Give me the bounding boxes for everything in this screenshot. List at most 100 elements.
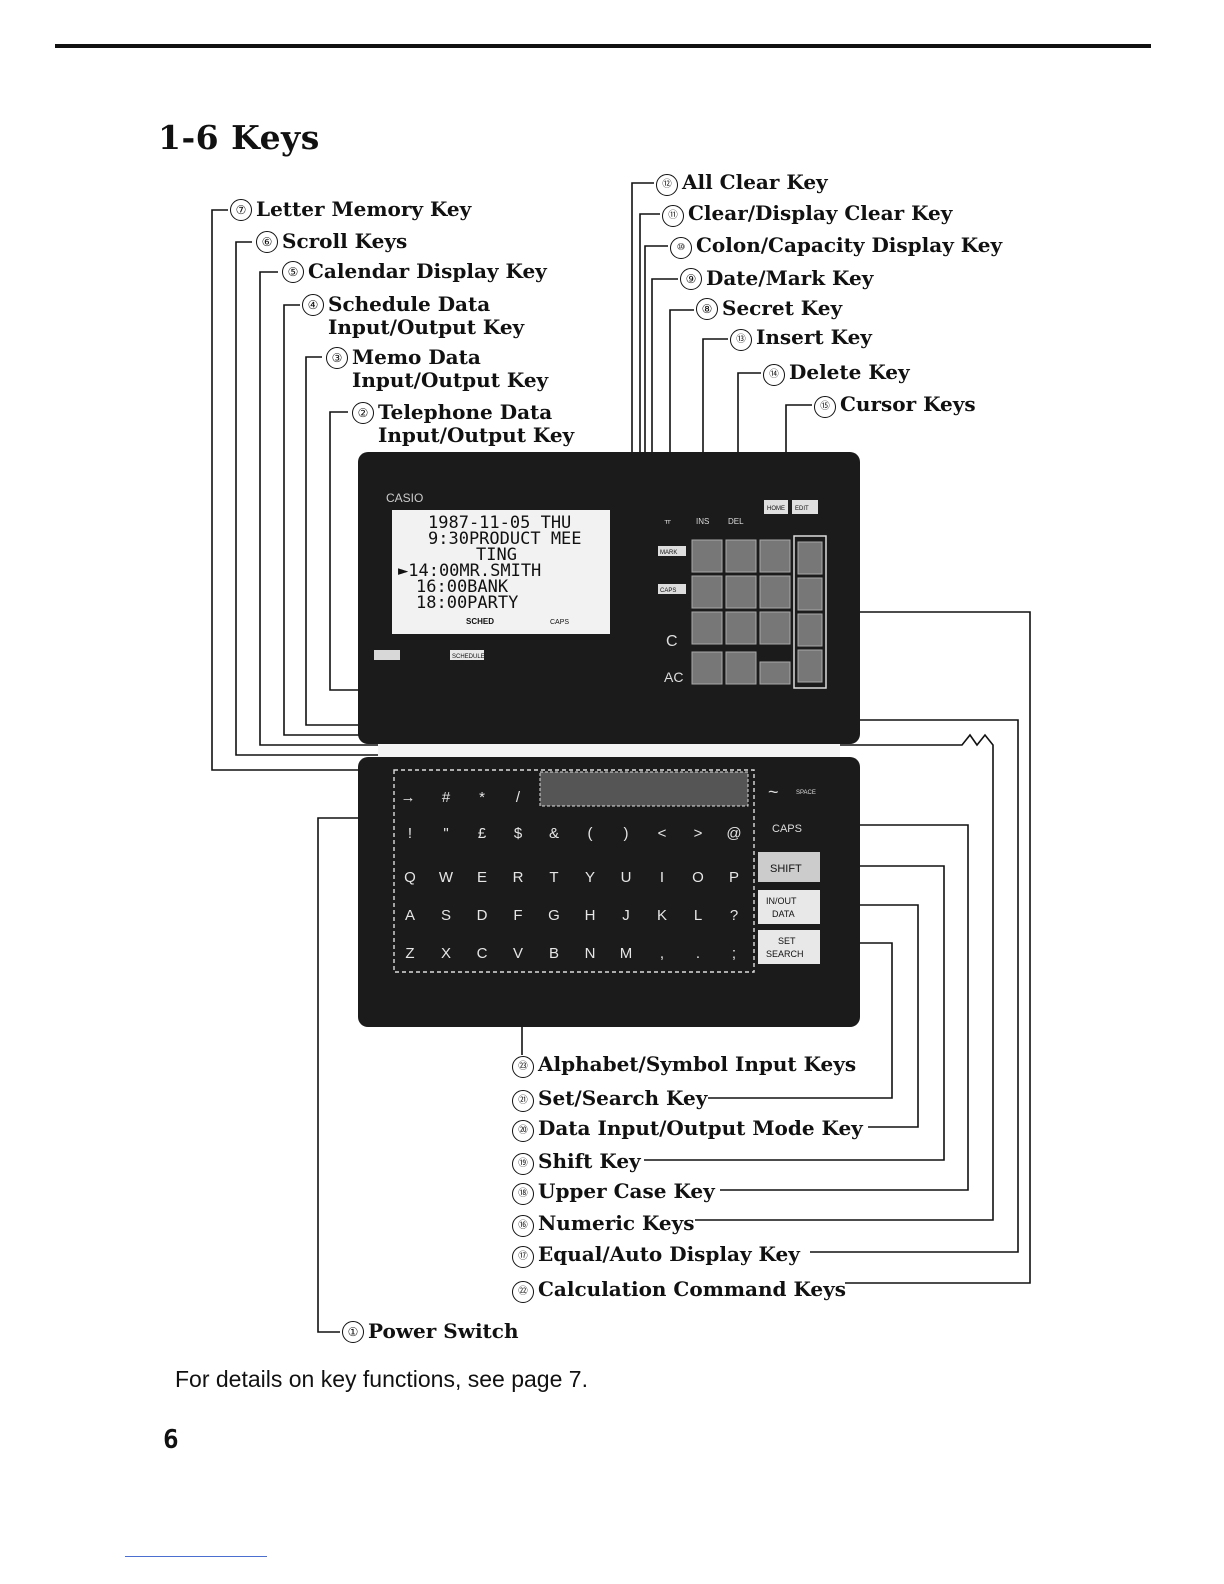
label-number: ㉓: [512, 1056, 534, 1078]
label-text-line2: Input/Output Key: [328, 315, 525, 339]
label-number: ⑮: [814, 396, 836, 418]
key-char: /: [516, 789, 521, 806]
device-lower-body: [358, 757, 860, 1027]
shift-key: [758, 852, 820, 882]
home-key: [764, 500, 788, 514]
label-number: ⑭: [763, 364, 785, 386]
key-char: #: [442, 789, 451, 806]
section-title: 1-6 Keys: [158, 118, 320, 157]
label-text: Cursor Keys: [840, 392, 976, 416]
key-char: W: [439, 869, 454, 886]
label-text: Colon/Capacity Display Key: [696, 233, 1003, 257]
tilde-key-label: ~: [768, 782, 779, 802]
key-char: >: [694, 825, 703, 842]
label-number: ⑨: [680, 268, 702, 290]
label-text: Schedule Data: [328, 292, 491, 316]
key-char: X: [441, 945, 451, 962]
key-char: ": [443, 825, 448, 842]
label-number: ⑫: [656, 174, 678, 196]
label-text: Power Switch: [368, 1319, 519, 1343]
key-char: L: [694, 907, 702, 924]
label-number: ⑲: [512, 1153, 534, 1175]
key-char: ): [624, 825, 629, 842]
key-char: A: [405, 907, 415, 924]
alphabet-keyboard-outline: [393, 769, 755, 973]
ins-key-label: INS: [696, 517, 709, 526]
key-char: C: [477, 945, 488, 962]
label-number: ⑪: [662, 205, 684, 227]
label-number: ⑥: [256, 231, 278, 253]
label-number: ⑩: [670, 237, 692, 259]
calc-key-column: [793, 535, 827, 689]
label-number: ④: [302, 294, 324, 316]
caps-key-label: CAPS: [772, 823, 802, 835]
label-text: Calendar Display Key: [308, 259, 547, 283]
top-rule: [55, 44, 1151, 48]
label-number: ⑱: [512, 1183, 534, 1205]
label-text: Delete Key: [789, 360, 910, 384]
label-text-line2: Input/Output Key: [352, 368, 549, 392]
label-text: Calculation Command Keys: [538, 1277, 847, 1301]
inout-key-label-2: DATA: [772, 909, 795, 919]
secret-key-label: ㅠ: [664, 517, 671, 526]
key-char: R: [513, 869, 524, 886]
key-char: Q: [404, 869, 416, 886]
caps-small-key: [658, 584, 686, 594]
label-number: ⑰: [512, 1246, 534, 1268]
key-char: M: [620, 945, 633, 962]
lcd-line-2: 9:30PRODUCT MEE: [428, 529, 582, 549]
label-text: Date/Mark Key: [706, 266, 874, 290]
key-char: .: [696, 945, 700, 962]
lcd-line-4: ►14:00MR.SMITH: [398, 561, 541, 581]
key-char: V: [513, 945, 523, 962]
key-char: <: [658, 825, 667, 842]
lcd-status-right: CAPS: [550, 619, 569, 626]
page-number: 6: [163, 1425, 179, 1455]
schedule-key: [450, 650, 484, 660]
lcd-text: 1987-11-05 THU 9:30PRODUCT MEE TING ►14:…: [398, 513, 582, 613]
label-text: Shift Key: [538, 1149, 641, 1173]
key-char: ;: [732, 945, 736, 962]
c-key-label: C: [666, 633, 678, 650]
lcd-line-6: 18:00PARTY: [416, 593, 518, 613]
inout-data-key: [758, 890, 820, 924]
label-number: ⑤: [282, 261, 304, 283]
label-number: ②: [352, 402, 374, 424]
key-char: B: [549, 945, 559, 962]
space-key-label: SPACE: [796, 790, 816, 796]
key-char: D: [477, 907, 488, 924]
key-char: $: [514, 825, 523, 842]
key-char: &: [549, 825, 559, 842]
label-text: Telephone Data: [378, 400, 553, 424]
mark-key: [658, 546, 686, 556]
set-key-label-1: SET: [778, 936, 796, 946]
set-key-label-2: SEARCH: [766, 949, 804, 959]
caps-small-key-label: CAPS: [660, 588, 676, 594]
label-number: ⑳: [512, 1120, 534, 1142]
key-char: N: [585, 945, 596, 962]
numeric-keys: [691, 539, 791, 685]
label-text: Insert Key: [756, 325, 872, 349]
key-char: ?: [730, 907, 738, 924]
label-number: ①: [342, 1321, 364, 1343]
calculation-keys: [797, 541, 823, 683]
schedule-key-label: SCHEDULE: [452, 654, 485, 660]
label-text: Numeric Keys: [538, 1211, 695, 1235]
key-char: @: [726, 825, 741, 842]
set-search-key: [758, 930, 820, 964]
key-char: £: [478, 825, 487, 842]
label-text: Letter Memory Key: [256, 197, 472, 221]
lcd-line-1: 1987-11-05 THU: [428, 513, 571, 533]
device-hinge: [378, 744, 840, 760]
